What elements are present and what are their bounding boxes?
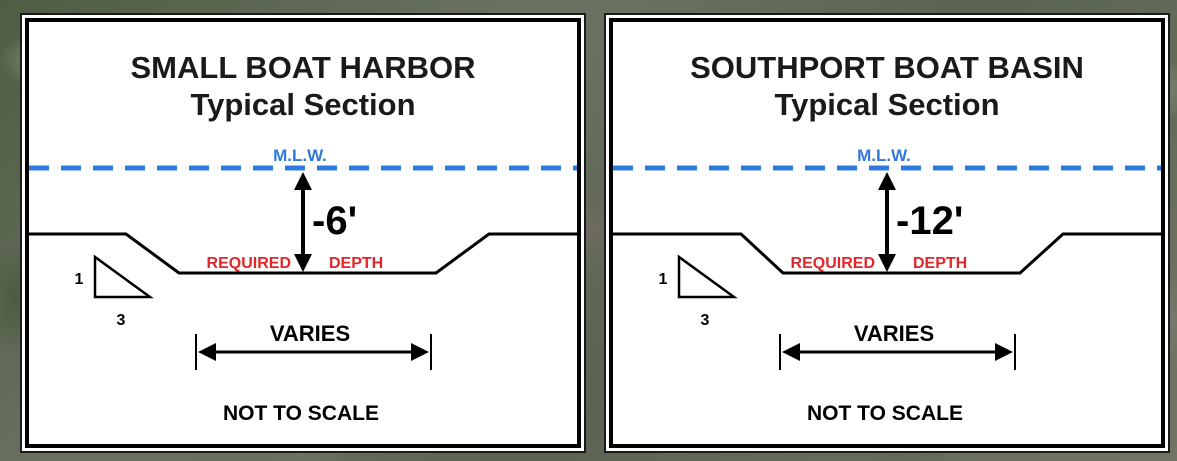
slope-run-label: 3 — [117, 312, 126, 329]
depth-value: -6' — [312, 199, 357, 243]
panel-subtitle: Typical Section — [774, 87, 999, 122]
depth-arrow-down-head — [878, 254, 896, 272]
slope-triangle — [677, 254, 738, 299]
dimension-left-arrowhead — [198, 343, 216, 361]
required-label: REQUIRED — [791, 255, 875, 272]
slope-rise-label: 1 — [75, 271, 84, 288]
section-panel-southport-boat-basin: SOUTHPORT BOAT BASIN Typical Section M.L… — [609, 18, 1165, 448]
depth-label: DEPTH — [913, 255, 967, 272]
panel-subtitle: Typical Section — [190, 87, 415, 122]
slope-triangle — [93, 254, 154, 299]
not-to-scale-note: NOT TO SCALE — [223, 402, 379, 425]
slope-rise-label: 1 — [659, 271, 668, 288]
mlw-label: M.L.W. — [273, 146, 327, 165]
varies-label: VARIES — [854, 321, 934, 346]
depth-value: -12' — [896, 199, 963, 243]
dimension-left-arrowhead — [782, 343, 800, 361]
mlw-label: M.L.W. — [857, 146, 911, 165]
slope-run-label: 3 — [701, 312, 710, 329]
channel-profile-line — [613, 232, 1161, 275]
panel-title: SMALL BOAT HARBOR — [131, 50, 476, 85]
section-diagram: SMALL BOAT HARBOR Typical Section M.L.W.… — [29, 50, 577, 425]
varies-label: VARIES — [270, 321, 350, 346]
section-panel-small-boat-harbor: SMALL BOAT HARBOR Typical Section M.L.W.… — [25, 18, 581, 448]
depth-arrow-up-head — [878, 172, 896, 190]
dimension-right-arrowhead — [995, 343, 1013, 361]
channel-profile-line — [29, 232, 577, 275]
depth-arrow-down-head — [294, 254, 312, 272]
depth-label: DEPTH — [329, 255, 383, 272]
section-diagram: SOUTHPORT BOAT BASIN Typical Section M.L… — [613, 50, 1161, 425]
required-label: REQUIRED — [207, 255, 291, 272]
panel-title: SOUTHPORT BOAT BASIN — [690, 50, 1084, 85]
dimension-right-arrowhead — [411, 343, 429, 361]
not-to-scale-note: NOT TO SCALE — [807, 402, 963, 425]
depth-arrow-up-head — [294, 172, 312, 190]
